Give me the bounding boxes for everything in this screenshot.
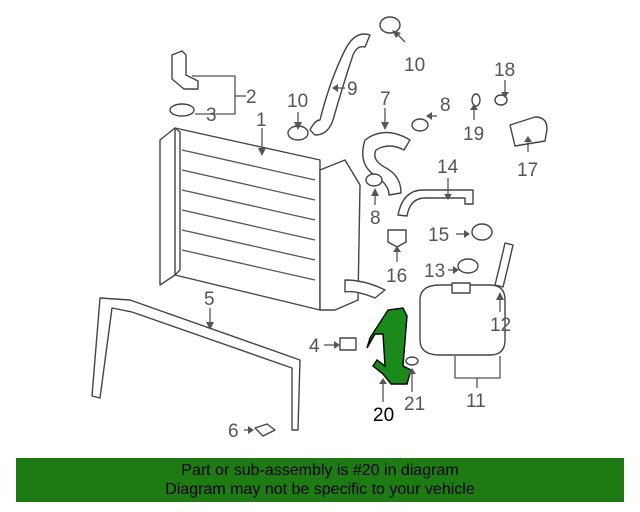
parts-diagram: 1 2 3 4 5 6 7 8 8 9 10 10 11 12 13 14 15… [91, 16, 548, 442]
callout-3: 3 [206, 105, 217, 126]
callout-1: 1 [256, 110, 267, 131]
grommet-part [169, 103, 195, 117]
clamp-8b-part [365, 173, 383, 187]
callout-2: 2 [246, 87, 257, 108]
clamp-10-part [287, 125, 309, 141]
banner-line-2: Diagram may not be specific to your vehi… [165, 481, 475, 498]
radiator-part [159, 127, 386, 311]
reservoir-part [419, 284, 506, 356]
callout-9: 9 [347, 79, 358, 100]
callout-8a: 8 [440, 95, 451, 116]
callout-7: 7 [380, 89, 391, 110]
hose-14-part [397, 189, 474, 217]
info-banner: Part or sub-assembly is #20 in diagram D… [16, 458, 624, 502]
callout-8b: 8 [370, 208, 381, 229]
callout-4: 4 [309, 336, 320, 357]
callout-10a: 10 [404, 55, 425, 76]
callout-15: 15 [428, 225, 449, 246]
shroud-part [91, 297, 301, 431]
banner-line-1: Part or sub-assembly is #20 in diagram [181, 462, 459, 479]
callout-13: 13 [424, 261, 445, 282]
oring-21-part [405, 356, 419, 366]
callout-20: 20 [373, 405, 394, 426]
cap-13-part [457, 258, 479, 274]
callout-14: 14 [437, 157, 459, 178]
callout-12: 12 [490, 315, 511, 336]
fitting-4-part [339, 337, 357, 351]
oring-19-part [471, 93, 481, 107]
sensor-16-part [387, 229, 407, 248]
callout-6: 6 [228, 421, 239, 442]
sensor-15-part [471, 223, 493, 241]
bracket-part [171, 50, 199, 90]
callout-10b: 10 [287, 91, 308, 112]
overflow-hose-part [494, 242, 514, 288]
hose-20-highlighted [366, 307, 412, 385]
bolt-6-part [254, 423, 276, 437]
oring-18-part [494, 94, 508, 106]
callout-5: 5 [204, 289, 215, 310]
callout-18: 18 [494, 60, 515, 81]
cap-10-part [379, 16, 401, 34]
callout-16: 16 [386, 266, 407, 287]
callout-17: 17 [517, 160, 538, 181]
callout-11: 11 [466, 391, 486, 412]
leader-lines [192, 30, 532, 434]
clamp-8-part [411, 118, 429, 132]
thermostat-17-part [509, 116, 548, 147]
upper-hose-part [309, 33, 371, 136]
callout-19: 19 [463, 124, 484, 145]
callout-21: 21 [404, 394, 425, 415]
